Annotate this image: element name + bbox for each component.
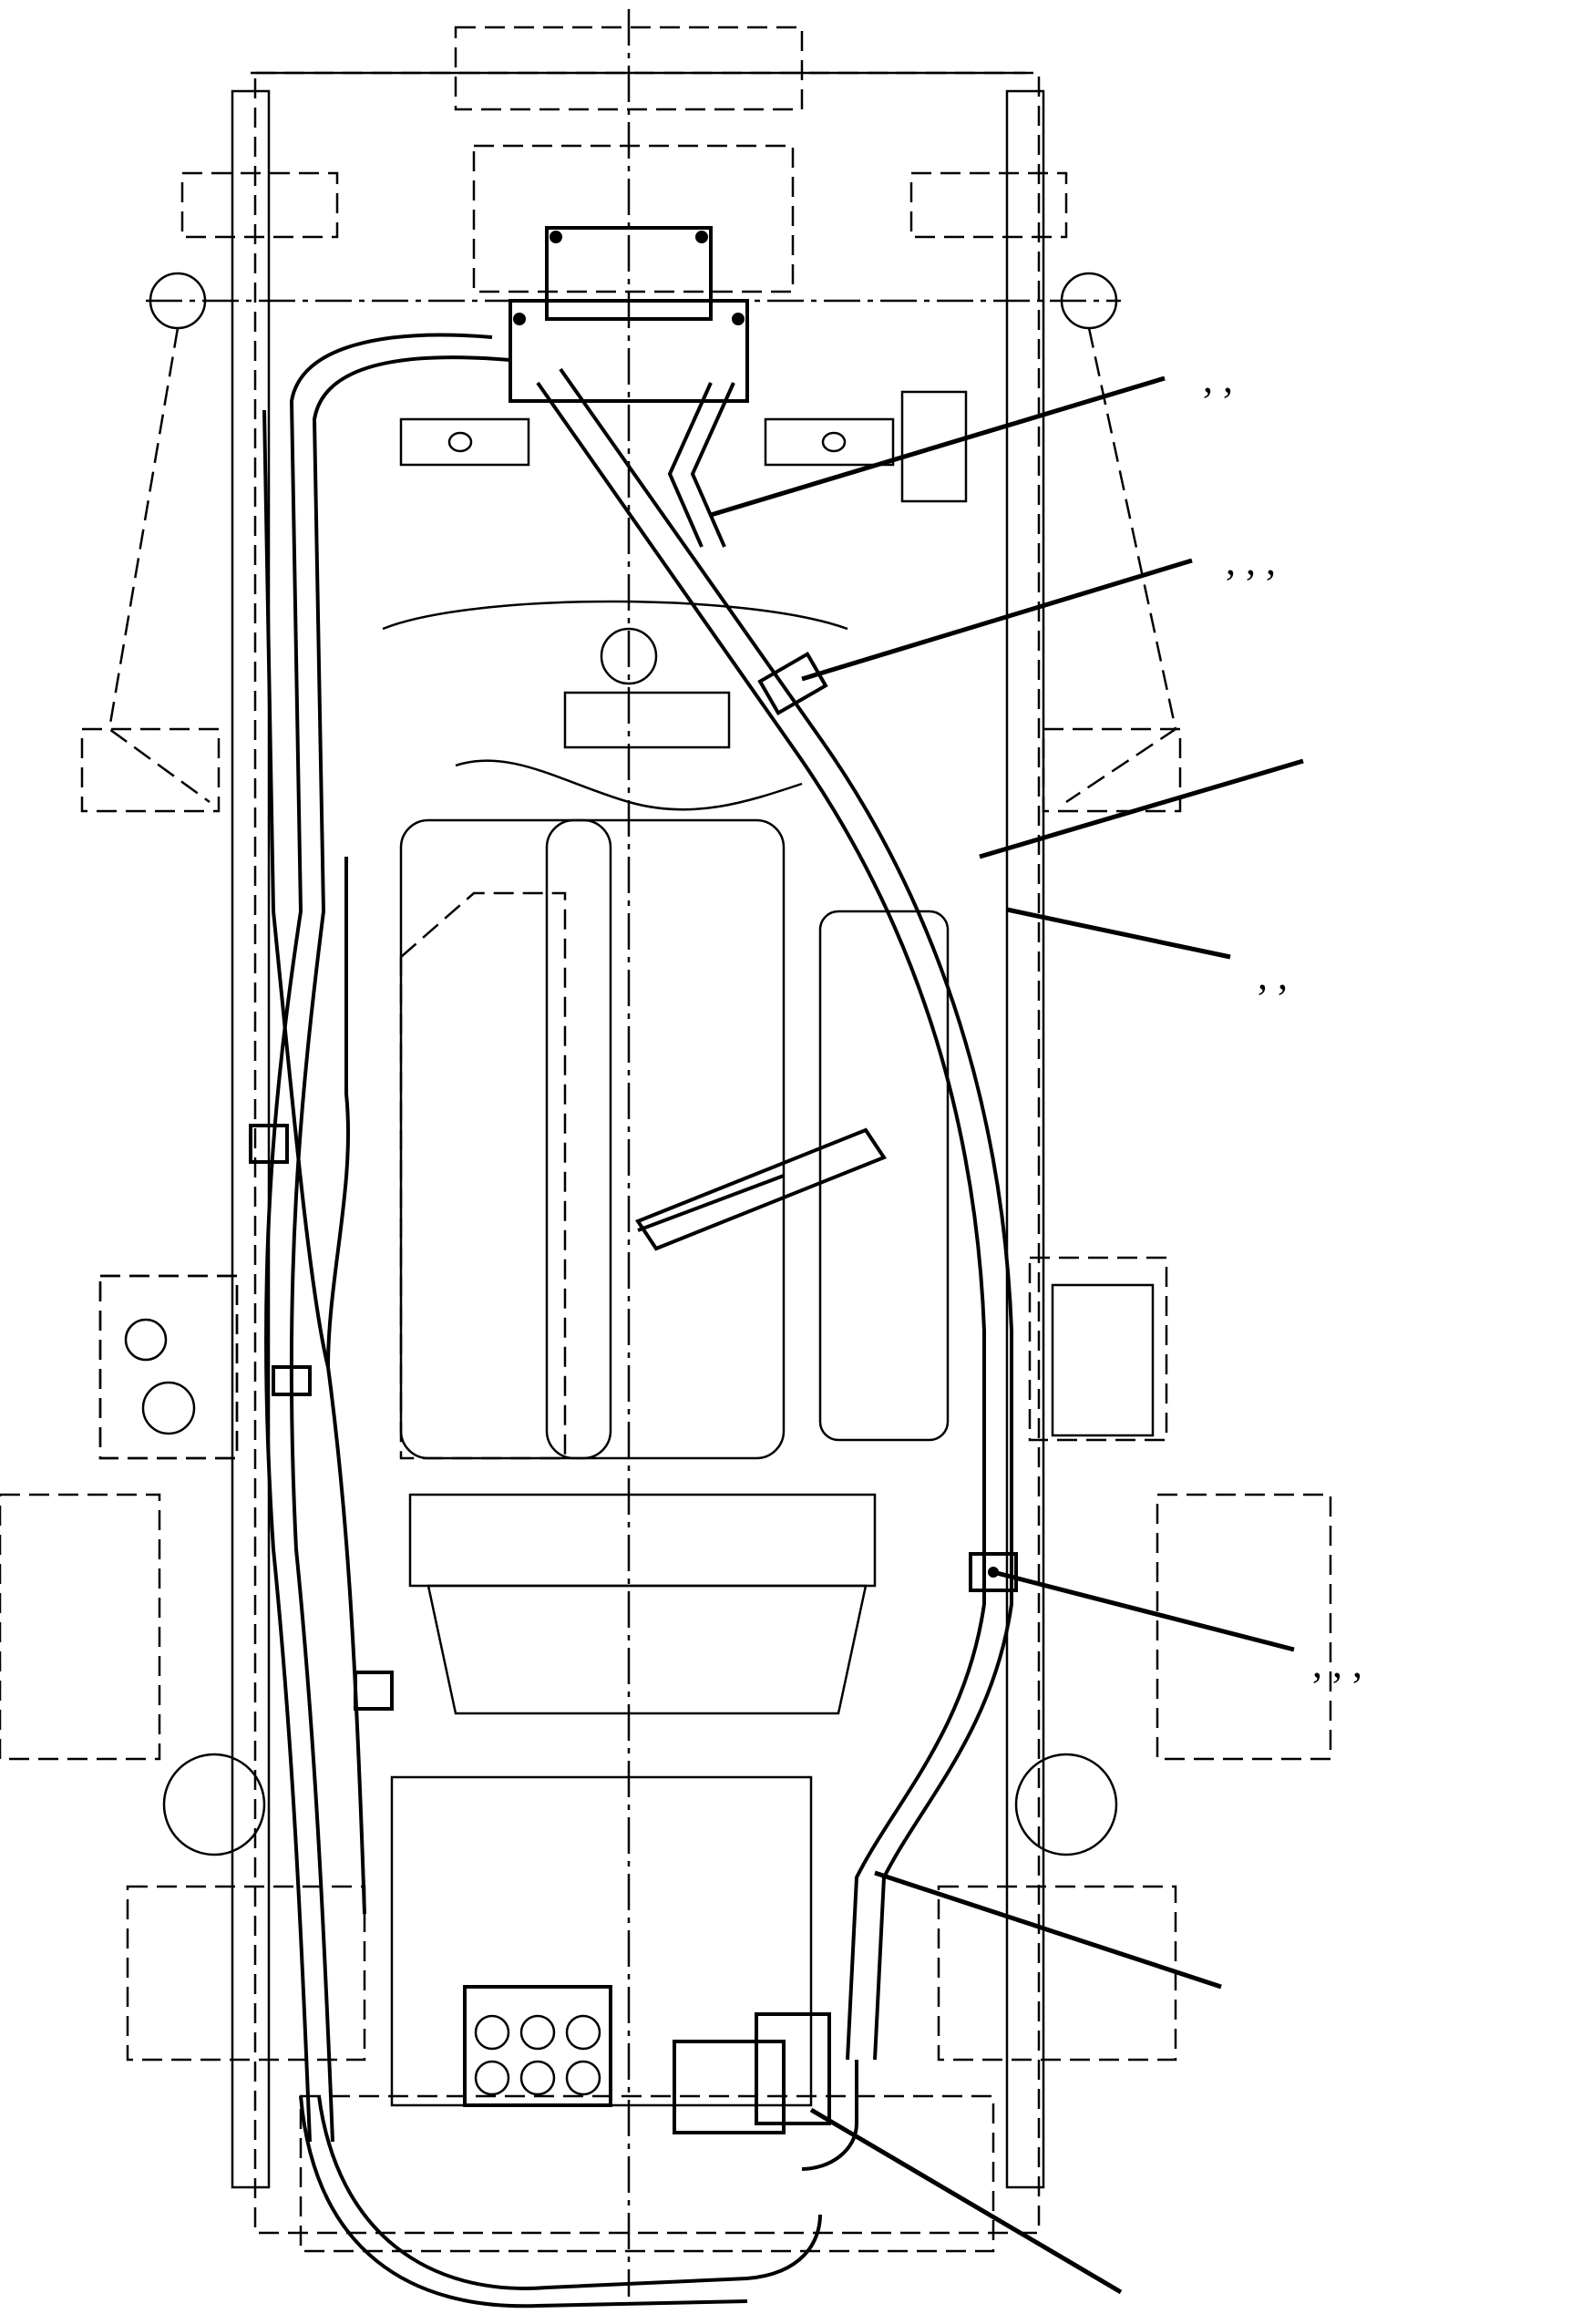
leader-callout-2 bbox=[801, 558, 1193, 682]
leader-callout-6 bbox=[874, 1870, 1222, 1990]
engine-block bbox=[382, 600, 950, 1715]
leader-callout-3 bbox=[979, 758, 1304, 859]
callout-label-5: , , , bbox=[1312, 1641, 1362, 1686]
pump-assembly bbox=[399, 226, 968, 503]
callout-label-1: , , bbox=[1203, 356, 1233, 401]
callout-labels: , , , , , , , , , , bbox=[1203, 356, 1362, 1686]
leader-callout-4 bbox=[1006, 907, 1231, 960]
hydraulic-hoses bbox=[249, 333, 1018, 2309]
valve-block bbox=[463, 1985, 831, 2134]
chassis-frame bbox=[0, 9, 1332, 2297]
leader-callout-7 bbox=[809, 2107, 1123, 2295]
callout-leaders bbox=[710, 375, 1304, 2295]
callout-label-2: , , , bbox=[1226, 539, 1276, 583]
callout-label-4: , , bbox=[1258, 953, 1288, 998]
leader-callout-5 bbox=[992, 1569, 1295, 1652]
leader-callout-1 bbox=[710, 375, 1166, 518]
side-control-box bbox=[98, 1274, 1155, 1460]
